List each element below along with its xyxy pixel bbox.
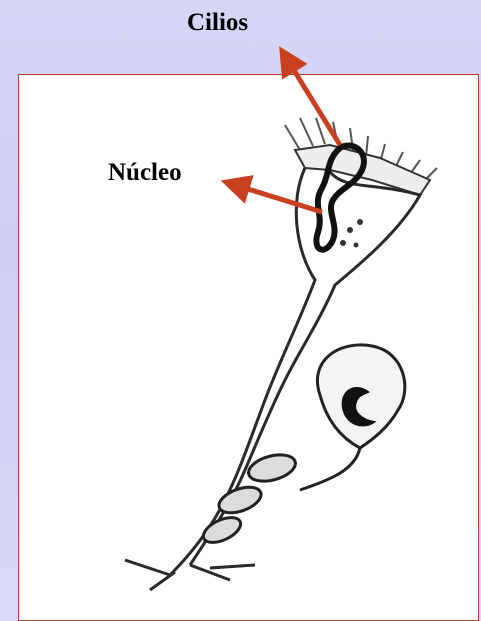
cilios-label: Cilios [187, 10, 248, 35]
granules [340, 219, 363, 248]
nucleo-arrow [235, 185, 322, 212]
nucleo-label: Núcleo [108, 160, 182, 185]
basal-cells [200, 450, 299, 547]
cilios-arrow [287, 59, 340, 145]
